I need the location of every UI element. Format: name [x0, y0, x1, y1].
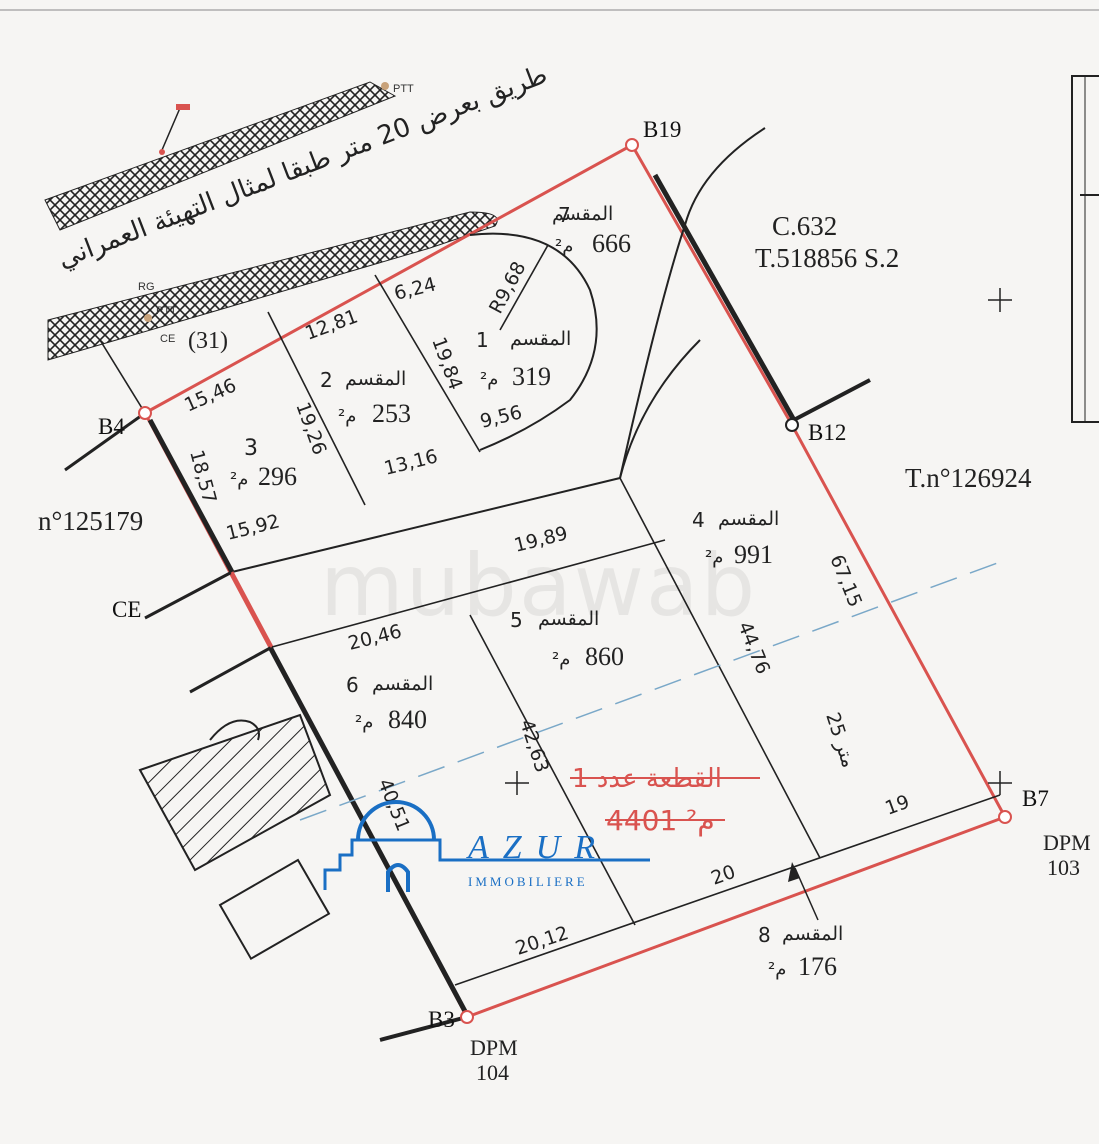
svg-text:IMMOBILIERE: IMMOBILIERE [468, 874, 588, 889]
lot-5-label: المقسم 5 860 م² [510, 608, 624, 671]
lot-3-label: 3 296 م² [230, 436, 297, 491]
svg-text:المقسم: المقسم [552, 203, 613, 225]
existing-building [138, 713, 332, 872]
svg-text:م²: م² [705, 547, 723, 568]
azur-logo: AZUR IMMOBILIERE [323, 800, 650, 892]
svg-text:م²: م² [230, 469, 248, 490]
neighbour-building [1071, 75, 1099, 423]
svg-text:المقسم: المقسم [345, 368, 406, 390]
lot-8-label: المقسم 8 176 م² [758, 923, 843, 981]
survey-points [138, 138, 1012, 1024]
svg-text:991: 991 [734, 540, 773, 569]
svg-text:م²: م² [552, 649, 570, 670]
ptt-left-icon [144, 314, 152, 322]
point-ptt-left: PTT [156, 305, 177, 317]
svg-text:176: 176 [798, 952, 837, 981]
svg-text:253: 253 [372, 399, 411, 428]
svg-text:840: 840 [388, 705, 427, 734]
svg-text:م²: م² [555, 236, 573, 257]
svg-text:م²: م² [480, 369, 498, 390]
dim-19: 19 [882, 791, 912, 820]
small-building [218, 858, 331, 961]
road-label: طريق بعرض 20 متر طبقا لمثال التهيئة العم… [54, 60, 552, 275]
pole-icon [161, 107, 181, 151]
dim-20: 20 [708, 861, 738, 890]
svg-text:8: 8 [758, 923, 771, 947]
road-hatch-upper [44, 81, 397, 231]
ref-c632: C.632 [772, 211, 837, 241]
cul-de-sac-loop [469, 232, 598, 451]
dim-1546: 15,46 [181, 374, 240, 416]
total-parcel-label: القطعة عدد 1 4401 م² [570, 764, 760, 837]
svg-text:319: 319 [512, 362, 551, 391]
road-hatch-lower [47, 211, 498, 361]
svg-text:المقسم: المقسم [372, 673, 433, 695]
dim-1984: 19,84 [427, 334, 466, 393]
dim-6715: 67,15 [825, 552, 866, 611]
dpm104-line1: DPM [470, 1035, 518, 1060]
point-rg: RG [138, 281, 155, 293]
svg-text:7: 7 [558, 203, 571, 227]
svg-text:860: 860 [585, 642, 624, 671]
dim-4263: 42,63 [515, 717, 553, 776]
dpm103-line2: 103 [1047, 855, 1080, 880]
edge-b4-west [147, 418, 235, 574]
svg-text:1: 1 [476, 328, 489, 352]
point-b7: B7 [1022, 786, 1049, 811]
dpm103-line1: DPM [1043, 830, 1091, 855]
svg-text:المقسم: المقسم [538, 608, 599, 630]
svg-text:296: 296 [258, 462, 297, 491]
dim-1926: 19,26 [291, 399, 330, 458]
point-b4: B4 [98, 414, 125, 439]
svg-text:م²: م² [768, 959, 786, 980]
svg-text:3: 3 [244, 436, 258, 461]
lot-4-label: المقسم 4 991 م² [692, 508, 779, 569]
lot-1-label: المقسم 1 319 م² [476, 328, 571, 391]
ref-t126924: T.n°126924 [905, 463, 1032, 493]
ref-31: (31) [188, 328, 228, 354]
edge-b19-b12 [652, 173, 798, 424]
dim-624: 6,24 [392, 273, 438, 305]
dim-25: 25 متر [821, 710, 859, 771]
dim-956: 9,56 [478, 401, 524, 433]
svg-text:2: 2 [320, 368, 333, 392]
svg-text:م²: م² [338, 406, 356, 427]
lot-6-label: المقسم 6 840 م² [346, 673, 433, 734]
dpm104-line2: 104 [476, 1060, 509, 1085]
dim-1316: 13,16 [382, 445, 440, 480]
svg-text:5: 5 [510, 608, 523, 632]
svg-text:6: 6 [346, 673, 359, 697]
svg-text:م²: م² [355, 712, 373, 733]
point-ce-left: CE [112, 597, 141, 622]
lot-2-label: المقسم 2 253 م² [320, 368, 411, 428]
ref-t125179: n°125179 [38, 506, 143, 536]
crosshair-markers [505, 288, 1012, 795]
edge-west-lower [267, 645, 470, 1017]
point-b12: B12 [808, 420, 846, 445]
point-ce-top: CE [160, 333, 175, 345]
point-ptt-top: PTT [393, 83, 414, 95]
svg-text:666: 666 [592, 229, 631, 258]
lot-7-label: المقسم 7 666 م² [552, 203, 631, 258]
point-b19: B19 [643, 117, 681, 142]
svg-text:4: 4 [692, 508, 705, 532]
ref-t518856: T.518856 S.2 [755, 243, 899, 273]
svg-text:AZUR: AZUR [466, 829, 609, 866]
point-b3: B3 [428, 1007, 455, 1032]
watermark-text: mubawab [320, 536, 757, 636]
svg-text:المقسم: المقسم [718, 508, 779, 530]
svg-text:المقسم: المقسم [510, 328, 571, 350]
dim-1592: 15,92 [224, 510, 282, 545]
svg-text:المقسم: المقسم [782, 923, 843, 945]
ptt-top-icon [381, 82, 389, 90]
